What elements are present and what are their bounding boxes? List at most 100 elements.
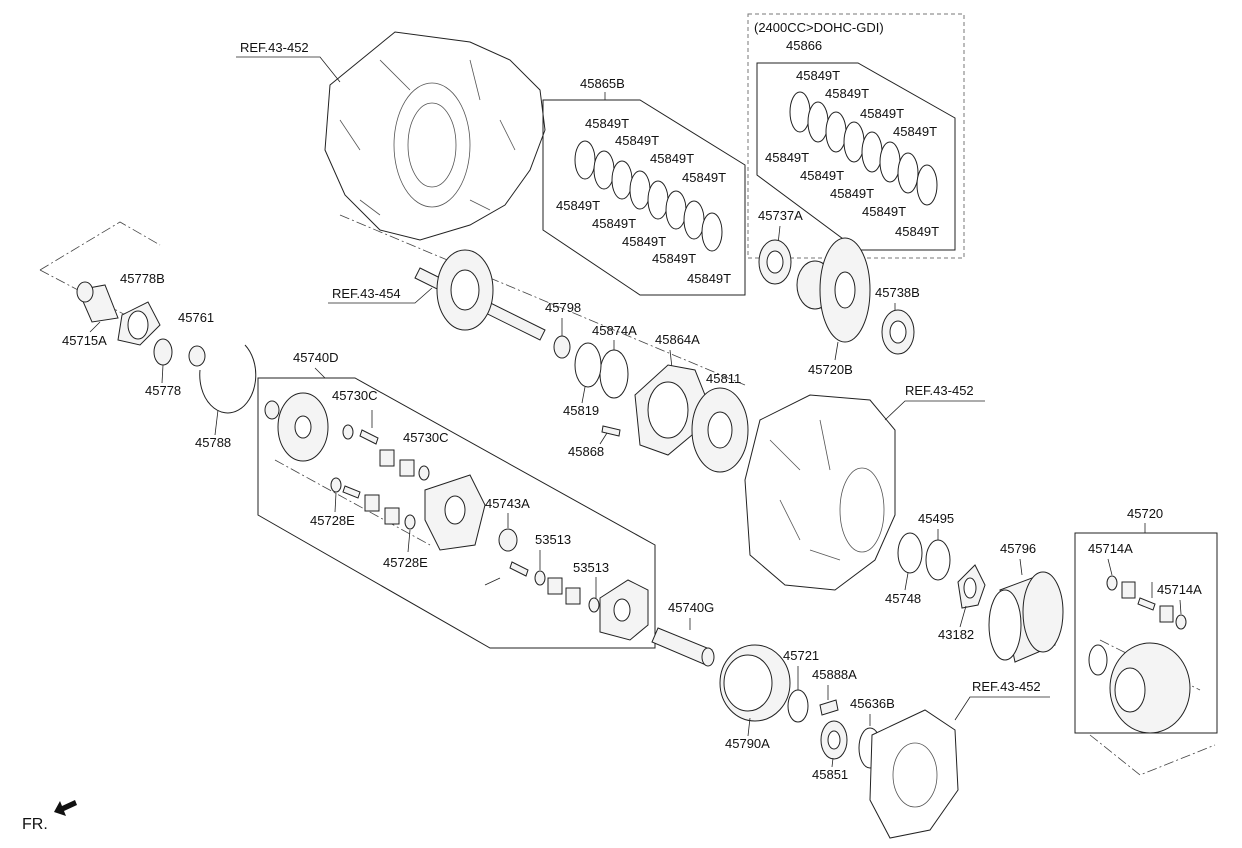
label-45778B: 45778B [120, 271, 165, 286]
ref-label-top-left: REF.43-452 [240, 40, 309, 55]
label-45761: 45761 [178, 310, 214, 325]
part-45790A-ring-gear [719, 644, 791, 722]
label-45730C-2: 45730C [403, 430, 449, 445]
ref-label-bottom-right: REF.43-452 [972, 679, 1041, 694]
label-45811: 45811 [706, 371, 741, 386]
part-pin-3 [509, 561, 529, 577]
label-45849T-b6: 45849T [800, 168, 844, 183]
label-45728E-1: 45728E [310, 513, 355, 528]
label-45849T-b5: 45849T [765, 150, 809, 165]
part-45796-drum [988, 571, 1064, 663]
part-carrier-thrust-ring [1088, 644, 1108, 676]
label-45790A: 45790A [725, 736, 770, 751]
label-45715A: 45715A [62, 333, 107, 348]
label-45740D: 45740D [293, 350, 339, 365]
part-45798-washer [553, 335, 571, 359]
part-45721-ring [787, 689, 809, 723]
part-needle-bearing-1 [379, 449, 395, 467]
label-45849T-b7: 45849T [830, 186, 874, 201]
label-45849T-a7: 45849T [622, 234, 666, 249]
label-45730C-1: 45730C [332, 388, 378, 403]
label-53513-1: 53513 [535, 532, 571, 547]
part-needle-bearing-5 [547, 577, 563, 595]
label-45798: 45798 [545, 300, 581, 315]
part-45730C-washer-1 [342, 424, 354, 440]
label-45864A: 45864A [655, 332, 700, 347]
part-45864A-housing [634, 364, 706, 456]
label-45743A: 45743A [485, 496, 530, 511]
part-53513-washer-2 [588, 597, 600, 613]
ref-label-mid-right: REF.43-452 [905, 383, 974, 398]
ref-label-shaft: REF.43-454 [332, 286, 401, 301]
label-45849T-a5: 45849T [556, 198, 600, 213]
part-45714A-bearing-2 [1159, 605, 1174, 623]
label-45849T-a9: 45849T [687, 271, 731, 286]
part-45761-washer [188, 345, 206, 367]
label-45849T-a6: 45849T [592, 216, 636, 231]
label-45866: 45866 [786, 38, 822, 53]
part-45748-ring [897, 532, 923, 574]
part-carrier-washer [264, 400, 280, 420]
label-45788: 45788 [195, 435, 231, 450]
planet-carrier-front [277, 392, 329, 462]
label-45714A-1: 45714A [1088, 541, 1133, 556]
label-43182: 43182 [938, 627, 974, 642]
label-45778: 45778 [145, 383, 181, 398]
part-45851-bearing [820, 720, 848, 760]
kit-box-45740D [257, 377, 656, 649]
label-45888A: 45888A [812, 667, 857, 682]
ring-set-45866 [789, 91, 938, 206]
part-45715A-shaft [76, 281, 119, 323]
part-45888A-clip [819, 699, 839, 716]
part-45728E-washer-1 [330, 477, 342, 493]
label-45849T-a3: 45849T [650, 151, 694, 166]
part-45874A-ring [599, 349, 629, 399]
part-45714A-washer-2 [1175, 614, 1187, 630]
part-45740G-shaft [651, 627, 715, 667]
part-53513-washer-1 [534, 570, 546, 586]
transaxle-case-mid [744, 394, 896, 591]
part-45714A-pin [1137, 597, 1156, 611]
part-needle-bearing-6 [565, 587, 581, 605]
part-needle-bearing-3 [364, 494, 380, 512]
ring-set-45865B [574, 140, 723, 252]
label-45740G: 45740G [668, 600, 714, 615]
label-45636B: 45636B [850, 696, 895, 711]
gdi-note: (2400CC>DOHC-GDI) [754, 20, 884, 35]
front-direction-label: FR. [22, 816, 48, 833]
label-45849T-b1: 45849T [796, 68, 840, 83]
part-45743A-bearing [498, 528, 518, 552]
label-45714A-2: 45714A [1157, 582, 1202, 597]
front-direction-arrow-icon [54, 800, 77, 816]
label-45720B: 45720B [808, 362, 853, 377]
label-45728E-2: 45728E [383, 555, 428, 570]
part-45730C-washer-2 [418, 465, 430, 481]
label-45874A: 45874A [592, 323, 637, 338]
part-45738B-bearing [881, 309, 915, 355]
part-45495-ring [925, 539, 951, 581]
label-45737A: 45737A [758, 208, 803, 223]
transaxle-housing-top [324, 31, 546, 241]
label-45796: 45796 [1000, 541, 1036, 556]
kit-box-45865B [542, 99, 746, 296]
label-45849T-a8: 45849T [652, 251, 696, 266]
part-45819-ring [574, 342, 602, 388]
label-45849T-b2: 45849T [825, 86, 869, 101]
part-43182-plate [957, 564, 986, 609]
part-45778-ring [153, 338, 173, 366]
label-45849T-a1: 45849T [585, 116, 629, 131]
label-45849T-b9: 45849T [895, 224, 939, 239]
transaxle-cover-bottom [869, 709, 959, 839]
label-45849T-b8: 45849T [862, 204, 906, 219]
part-45720B-differential [796, 237, 871, 343]
label-45819: 45819 [563, 403, 599, 418]
part-45788-snap-ring [199, 344, 257, 414]
part-45728E-washer-2 [404, 514, 416, 530]
label-45865B: 45865B [580, 76, 625, 91]
part-45778B-plate [117, 301, 161, 346]
part-45714A-bearing-1 [1121, 581, 1136, 599]
part-45714A-washer-1 [1106, 575, 1118, 591]
label-45868: 45868 [568, 444, 604, 459]
planet-carrier-rear [424, 474, 486, 551]
